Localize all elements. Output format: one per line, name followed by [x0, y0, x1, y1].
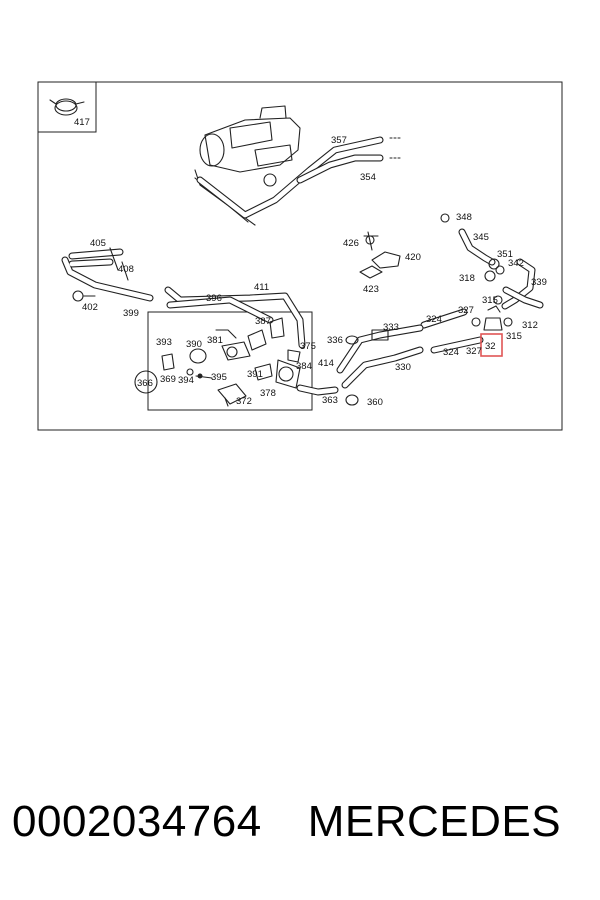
callout-32[interactable]: 32 — [485, 341, 496, 352]
part-caption: 0002034764 MERCEDES — [12, 797, 600, 867]
callout-327-lower[interactable]: 327 — [466, 346, 482, 357]
part-number: 0002034764 — [12, 797, 262, 846]
callout-348[interactable]: 348 — [456, 212, 472, 223]
callout-324-upper[interactable]: 324 — [426, 314, 442, 325]
callout-339[interactable]: 339 — [531, 277, 547, 288]
callout-423[interactable]: 423 — [363, 284, 379, 295]
callout-327-upper[interactable]: 327 — [458, 305, 474, 316]
callout-363[interactable]: 363 — [322, 395, 338, 406]
bracket-drawing — [359, 231, 401, 279]
callout-336[interactable]: 336 — [327, 335, 343, 346]
callout-394[interactable]: 394 — [178, 375, 194, 386]
callout-312[interactable]: 312 — [522, 320, 538, 331]
callout-411[interactable]: 411 — [254, 282, 269, 293]
inset-box-clamp — [37, 81, 97, 133]
callout-315-lower[interactable]: 315 — [506, 331, 522, 342]
callout-375[interactable]: 375 — [300, 341, 316, 352]
callout-330[interactable]: 330 — [395, 362, 411, 373]
callout-426[interactable]: 426 — [343, 238, 359, 249]
callout-366[interactable]: 366 — [137, 378, 153, 389]
callout-360[interactable]: 360 — [367, 397, 383, 408]
callout-351[interactable]: 351 — [497, 249, 513, 260]
callout-420[interactable]: 420 — [405, 252, 421, 263]
callout-396[interactable]: 396 — [206, 293, 222, 304]
callout-405[interactable]: 405 — [90, 238, 106, 249]
callout-393[interactable]: 393 — [156, 337, 172, 348]
callout-369[interactable]: 369 — [160, 374, 176, 385]
bracket-333-drawing — [345, 329, 389, 406]
callout-333[interactable]: 333 — [383, 322, 399, 333]
callout-384[interactable]: 384 — [296, 361, 312, 372]
callout-labels: 417 357 354 405 408 402 399 396 411 426 … — [74, 117, 547, 408]
callout-402[interactable]: 402 — [82, 302, 98, 313]
callout-342[interactable]: 342 — [508, 258, 524, 269]
callout-354[interactable]: 354 — [360, 172, 376, 183]
callout-357[interactable]: 357 — [331, 135, 347, 146]
callout-318[interactable]: 318 — [459, 273, 475, 284]
callout-324-lower[interactable]: 324 — [443, 347, 459, 358]
callout-414[interactable]: 414 — [318, 358, 334, 369]
detail-box — [147, 311, 313, 411]
callout-345[interactable]: 345 — [473, 232, 489, 243]
callout-372[interactable]: 372 — [236, 396, 252, 407]
callout-395[interactable]: 395 — [211, 372, 227, 383]
hose-clamp-drawing — [49, 98, 85, 116]
diagram-frame — [37, 81, 563, 431]
highlighted-part-box — [480, 333, 503, 357]
callout-408[interactable]: 408 — [118, 264, 134, 275]
callout-381[interactable]: 381 — [207, 335, 223, 346]
callout-378[interactable]: 378 — [260, 388, 276, 399]
callout-315-upper[interactable]: 315 — [482, 295, 498, 306]
callout-417[interactable]: 417 — [74, 117, 90, 128]
parts-diagram: 417 357 354 405 408 402 399 396 411 426 … — [37, 81, 563, 431]
callout-391[interactable]: 391 — [247, 369, 263, 380]
pump-assembly-drawing — [194, 105, 301, 226]
callout-390[interactable]: 390 — [186, 339, 202, 350]
detail-parts-drawing — [134, 317, 301, 407]
brand-name: MERCEDES — [307, 797, 562, 846]
callout-387[interactable]: 387 — [255, 316, 271, 327]
callout-399[interactable]: 399 — [123, 308, 139, 319]
fittings-drawing — [440, 213, 513, 331]
